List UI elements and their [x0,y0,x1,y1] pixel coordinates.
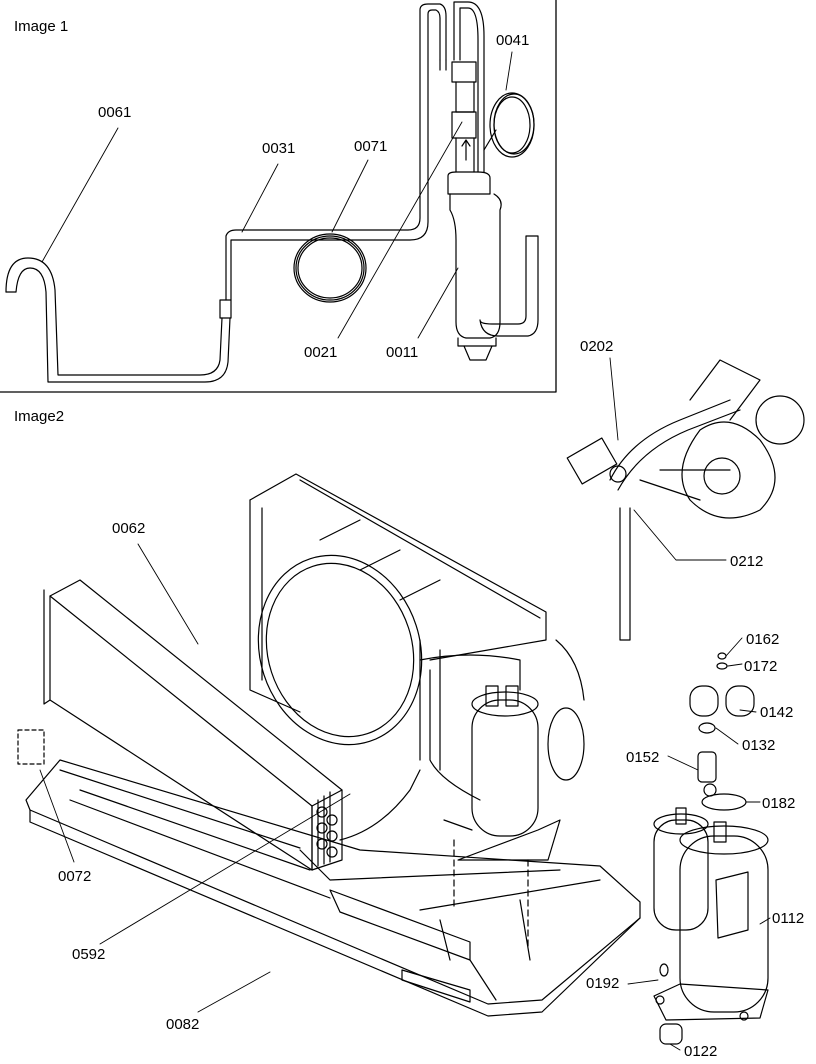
callout-0152: 0152 [626,749,660,766]
condenser-shroud [249,473,547,771]
condenser-coil-0062 [17,579,343,871]
callout-0082: 0082 [166,1016,200,1033]
callout-0162: 0162 [746,631,780,648]
callout-0041: 0041 [496,32,530,49]
callout-0142: 0142 [760,704,794,721]
callout-0202: 0202 [580,338,614,355]
callout-0021: 0021 [304,344,338,361]
callout-0212: 0212 [730,553,764,570]
reversing-valve-assembly [566,359,805,641]
capillary-coil-0071 [293,233,367,303]
callout-0062: 0062 [112,520,146,537]
callout-0172: 0172 [744,658,778,675]
callout-0112: 0112 [772,910,805,927]
base-pan [25,759,641,1017]
capillary-coil-0041 [483,92,535,158]
callout-0011: 0011 [386,344,419,361]
callout-0071: 0071 [354,138,388,155]
mounted-compressor [339,639,585,951]
callout-0132: 0132 [742,737,776,754]
image2-label: Image2 [14,408,65,425]
image1-frame [0,0,557,393]
callout-0061: 0061 [98,104,132,121]
leaders-image2 [39,357,771,1051]
callout-0072: 0072 [58,868,92,885]
suction-tube-0061 [5,3,447,383]
accumulator-0011 [439,1,539,361]
callout-0122: 0122 [684,1043,718,1060]
callout-0592: 0592 [72,946,106,963]
callout-0192: 0192 [586,975,620,992]
leaders-image1 [41,51,513,339]
exploded-compressor-0112 [653,652,769,1045]
image1-label: Image 1 [14,18,69,35]
callout-0031: 0031 [262,140,296,157]
callout-0182: 0182 [762,795,796,812]
